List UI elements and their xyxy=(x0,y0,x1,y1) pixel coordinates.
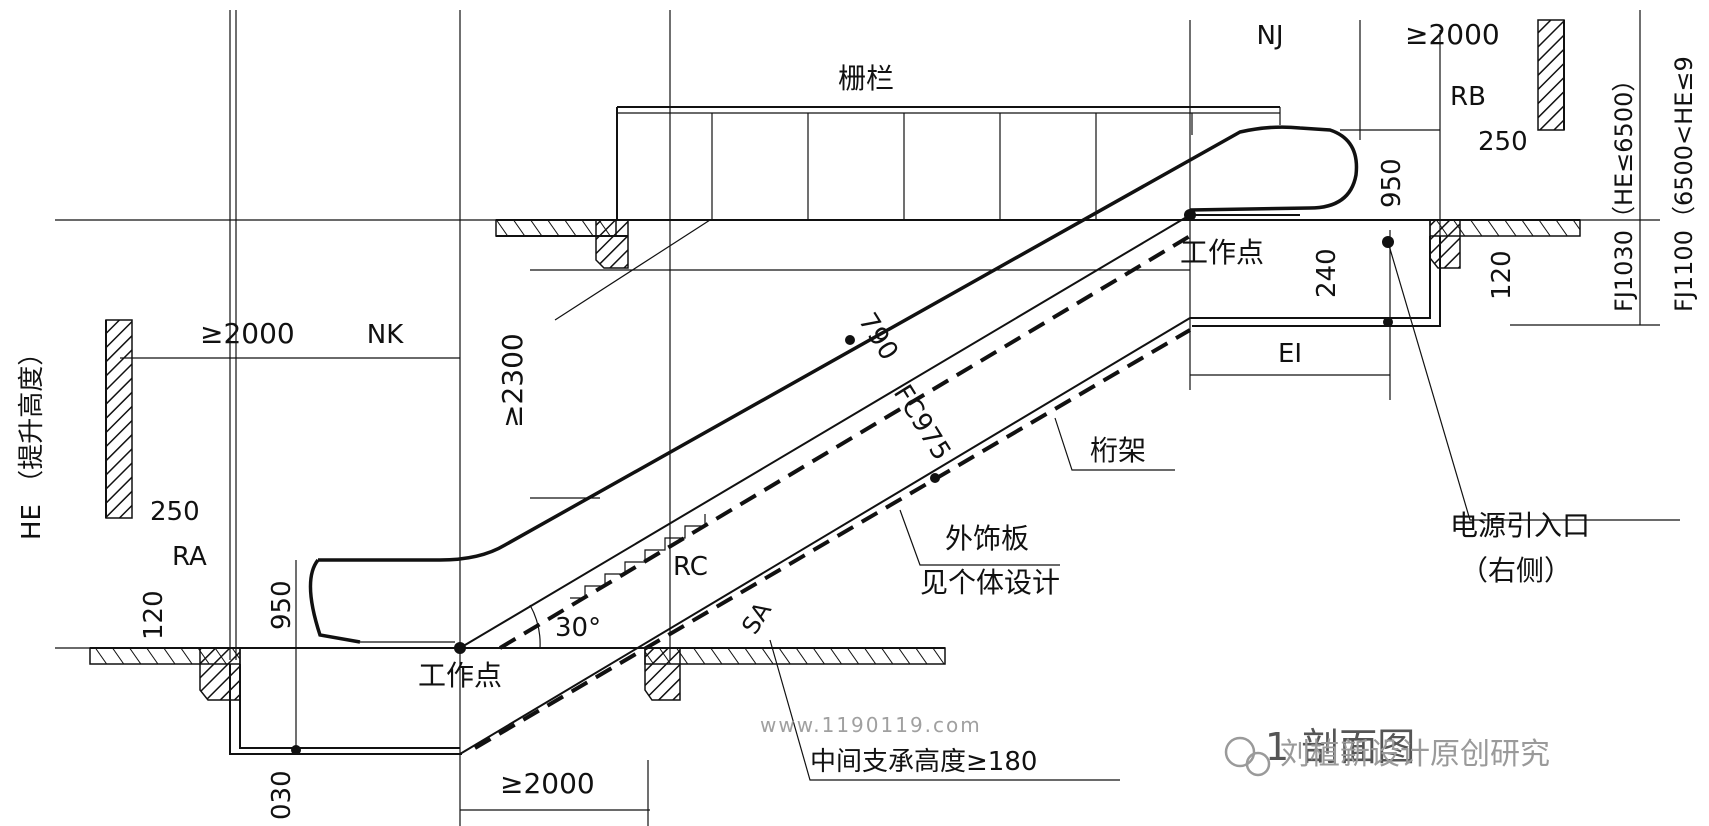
middle-support-label: 中间支承高度≥180 xyxy=(810,747,1037,777)
lift-height-label: HE （提升高度） xyxy=(17,340,47,540)
lower-pit xyxy=(229,664,462,755)
power-inlet-label-2: （右侧） xyxy=(1460,554,1572,587)
rc-dim: RC xyxy=(673,552,708,582)
escalator-body xyxy=(459,214,1300,755)
reference-lines xyxy=(55,10,1660,826)
rb-dim: RB xyxy=(1450,82,1486,112)
work-point-bottom-marker xyxy=(454,642,466,654)
work-point-bottom-label: 工作点 xyxy=(418,659,502,692)
dim-250-left: 250 xyxy=(150,497,200,527)
sa-dim: SA xyxy=(736,597,777,640)
leader-lines xyxy=(769,241,1680,781)
work-point-top-label: 工作点 xyxy=(1180,236,1264,269)
dim-950-left: 950 xyxy=(267,580,297,630)
watermark-caption: 刘植新设计原创研究 xyxy=(1280,737,1550,772)
railing-label: 栅栏 xyxy=(838,62,894,95)
dim-120-top: 120 xyxy=(1487,250,1517,300)
dim-120-left: 120 xyxy=(139,590,169,640)
upper-pit-corner-marker xyxy=(1383,317,1393,327)
mid-support-marker-2 xyxy=(930,473,940,483)
dim-240: 240 xyxy=(1312,248,1342,298)
power-inlet-label-1: 电源引入口 xyxy=(1450,509,1590,542)
dim-2000-left: ≥2000 xyxy=(200,317,295,350)
fc-dim: FC975 xyxy=(887,380,956,466)
upper-pit xyxy=(1190,236,1441,327)
handrail xyxy=(308,125,1359,644)
dim-030: 030 xyxy=(267,770,297,820)
cladding-label-1: 外饰板 xyxy=(945,522,1029,555)
ei-dim: EI xyxy=(1278,339,1302,369)
dim-2300: ≥2300 xyxy=(496,333,529,428)
fj-1100-label: FJ1100（6500<HE≤9 xyxy=(1670,56,1698,312)
dim-2000-top: ≥2000 xyxy=(1405,18,1500,51)
watermark-title-fragment: 1 剖面图 xyxy=(1265,725,1415,769)
angle-label: 30° xyxy=(555,613,601,643)
watermark-url: www.1190119.com xyxy=(760,713,982,737)
cladding-label-2: 见个体设计 xyxy=(920,566,1060,599)
railing xyxy=(616,106,1281,220)
mid-support-marker-1 xyxy=(845,335,855,345)
dim-250-top: 250 xyxy=(1478,127,1528,157)
fj-1030-label: FJ1030（HE≤6500） xyxy=(1610,68,1638,312)
truss-label: 桁架 xyxy=(1090,434,1146,467)
lower-pit-corner-marker xyxy=(291,745,301,755)
nk-dim: NK xyxy=(367,320,404,350)
dim-790: 790 xyxy=(852,308,904,366)
steps xyxy=(570,514,706,599)
work-point-top-marker xyxy=(1184,209,1196,221)
wechat-icon xyxy=(1224,736,1271,777)
dim-950-top: 950 xyxy=(1377,158,1407,208)
wall-right xyxy=(1537,19,1565,131)
lower-floor-slab xyxy=(89,647,946,701)
angle-arc xyxy=(529,604,541,649)
upper-floor-slab xyxy=(495,219,1581,269)
ra-dim: RA xyxy=(172,542,207,572)
dim-2000-bottom: ≥2000 xyxy=(500,767,595,800)
wall-left xyxy=(105,319,133,519)
nj-dim: NJ xyxy=(1256,21,1283,51)
